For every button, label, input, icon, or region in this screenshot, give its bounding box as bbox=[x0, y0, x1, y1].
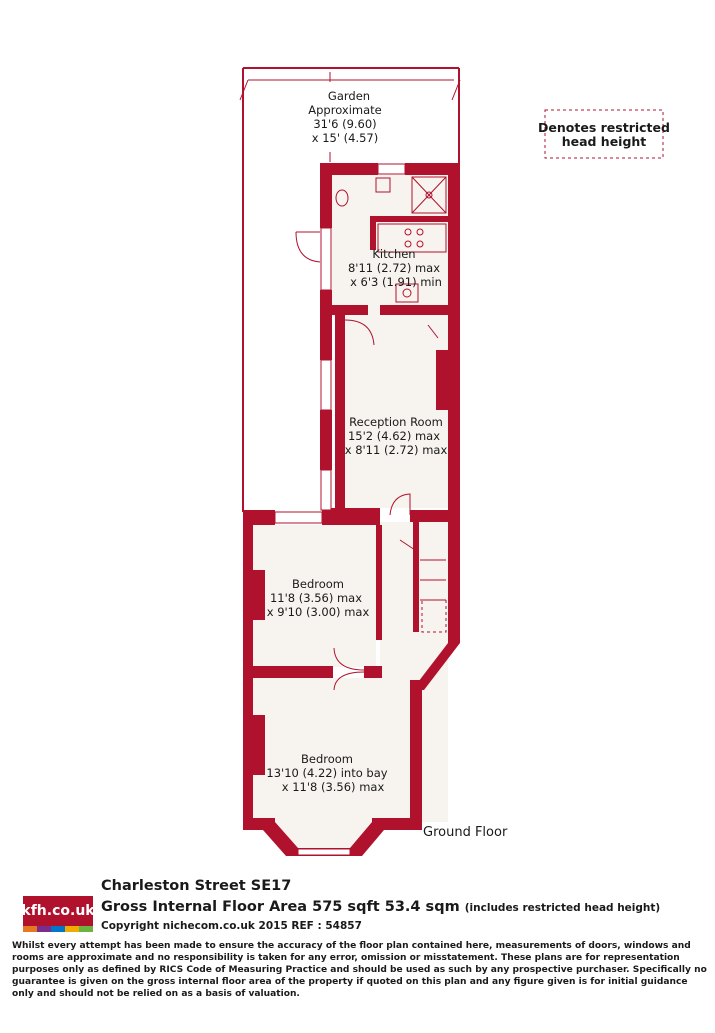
kitchen-dim-2: x 6'3 (1.91) min bbox=[350, 275, 442, 289]
floor-area-note: (includes restricted head height) bbox=[464, 902, 661, 914]
legend-text-1: Denotes restricted bbox=[538, 120, 670, 135]
kitchen-fixtures bbox=[377, 223, 447, 303]
legend-box bbox=[544, 109, 664, 159]
reception-label: Reception Room bbox=[349, 415, 443, 429]
windows bbox=[274, 163, 406, 856]
bedroom2-label: Bedroom bbox=[301, 752, 353, 766]
kitchen-label: Kitchen bbox=[372, 247, 415, 261]
disclaimer: Whilst every attempt has been made to en… bbox=[12, 941, 707, 999]
logo-text: kfh.co.uk bbox=[21, 903, 95, 919]
garden-label: Garden bbox=[328, 89, 370, 103]
logo-stripe bbox=[37, 926, 51, 932]
kfh-logo: kfh.co.uk bbox=[21, 896, 95, 926]
kitchen-dim-1: 8'11 (2.72) max bbox=[348, 261, 440, 275]
stairs bbox=[420, 559, 446, 601]
bedroom1-dim-2: x 9'10 (3.00) max bbox=[267, 605, 370, 619]
logo-stripe bbox=[79, 926, 93, 932]
garden-dim-2: x 15' (4.57) bbox=[312, 131, 379, 145]
floor-label: Ground Floor bbox=[423, 825, 508, 840]
bedroom1-dim-1: 11'8 (3.56) max bbox=[270, 591, 362, 605]
bedroom1-label: Bedroom bbox=[292, 577, 344, 591]
bedroom2-dim-1: 13'10 (4.22) into bay bbox=[266, 766, 387, 780]
property-title: Charleston Street SE17 bbox=[101, 878, 292, 894]
logo-stripe bbox=[51, 926, 65, 932]
reception-dim-1: 15'2 (4.62) max bbox=[348, 429, 440, 443]
bathroom-fixtures bbox=[335, 176, 447, 214]
garden-approx: Approximate bbox=[308, 103, 381, 117]
walls bbox=[243, 163, 460, 856]
reception-dim-2: x 8'11 (2.72) max bbox=[345, 443, 448, 457]
garden-dim-1: 31'6 (9.60) bbox=[313, 117, 376, 131]
floor-area-value: Gross Internal Floor Area 575 sqft 53.4 … bbox=[101, 899, 460, 915]
logo-stripe bbox=[23, 926, 37, 932]
door-swings bbox=[295, 231, 447, 691]
floor-plan: Garden Approximate 31'6 (9.60) x 15' (4.… bbox=[239, 67, 670, 856]
dimension-arrows bbox=[239, 72, 461, 162]
room-floors bbox=[253, 175, 448, 848]
bedroom2-dim-2: x 11'8 (3.56) max bbox=[282, 780, 385, 794]
floor-area: Gross Internal Floor Area 575 sqft 53.4 … bbox=[101, 899, 660, 915]
garden-outline bbox=[242, 67, 460, 512]
logo-stripe bbox=[65, 926, 79, 932]
logo-stripes bbox=[23, 926, 93, 932]
copyright: Copyright nichecom.co.uk 2015 REF : 5485… bbox=[101, 920, 362, 932]
legend-text-2: head height bbox=[562, 134, 647, 149]
